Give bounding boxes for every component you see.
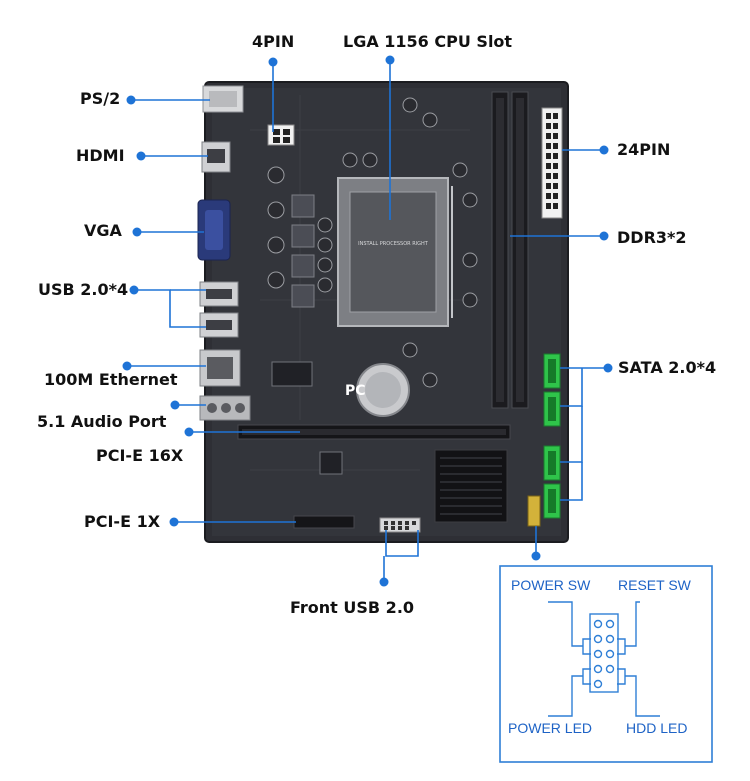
callout-lines (127, 60, 608, 582)
label-front-usb: Front USB 2.0 (290, 598, 415, 617)
vrm-components (267, 97, 478, 388)
label-hdmi: HDMI (76, 146, 125, 165)
cmos-battery: PC (345, 363, 410, 417)
label-audio: 5.1 Audio Port (37, 412, 167, 431)
cpu-power-4pin (267, 124, 295, 146)
pcb-mark: PC (345, 383, 366, 399)
label-4pin: 4PIN (252, 32, 295, 51)
cpu-socket-print: INSTALL PROCESSOR RIGHT (358, 241, 429, 247)
bios-chip (271, 361, 313, 387)
atx-power-24pin (541, 107, 563, 219)
label-power-sw: POWER SW (511, 577, 591, 593)
label-vga: VGA (84, 221, 122, 240)
front-panel-header (527, 495, 541, 527)
label-ddr3: DDR3*2 (617, 228, 687, 247)
callout-dots (122, 55, 613, 587)
cpu-socket: INSTALL PROCESSOR RIGHT (337, 177, 453, 327)
label-sata: SATA 2.0*4 (618, 358, 717, 377)
label-usb: USB 2.0*4 (38, 280, 129, 299)
front-usb-header (379, 517, 421, 533)
rear-io (197, 85, 251, 421)
sata-ports (543, 353, 561, 519)
label-24pin: 24PIN (617, 140, 671, 159)
label-hdd-led: HDD LED (626, 720, 688, 736)
front-panel-pinout (499, 565, 713, 763)
ddr3-slots (491, 91, 529, 409)
chipset-heatsink (434, 449, 508, 523)
label-pcie16: PCI-E 16X (96, 446, 184, 465)
label-reset-sw: RESET SW (618, 577, 691, 593)
label-power-led: POWER LED (508, 720, 593, 736)
label-ethernet: 100M Ethernet (44, 370, 178, 389)
pcie-1x-slot (293, 515, 355, 529)
label-cpu-slot: LGA 1156 CPU Slot (343, 32, 513, 51)
label-pcie1: PCI-E 1X (84, 512, 161, 531)
label-ps2: PS/2 (80, 89, 121, 108)
io-chip (319, 451, 343, 475)
